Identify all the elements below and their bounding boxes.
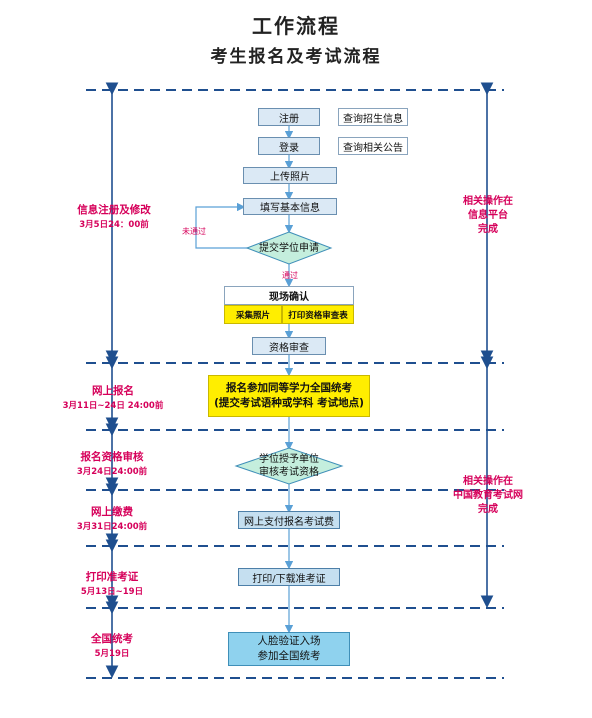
query-recruit-box: 查询招生信息	[338, 108, 408, 126]
register-box: 注册	[258, 108, 320, 126]
stage-date: 3月5日24：00前	[79, 220, 149, 230]
submit-apply-label: 提交学位申请	[259, 242, 319, 254]
stage-name: 网上缴费	[91, 506, 133, 518]
not-passed-label: 未通过	[182, 227, 206, 236]
upload-photo-box: 上传照片	[243, 167, 337, 184]
stage-name: 报名资格审核	[80, 451, 144, 463]
exam-box: 人脸验证入场 参加全国统考	[228, 632, 350, 666]
stage-label: 打印准考证 5月13日~19日	[74, 570, 150, 600]
signup-line: (提交考试语种或学科 考试地点)	[214, 397, 364, 409]
stage-name: 打印准考证	[85, 571, 139, 583]
stage-name: 全国统考	[91, 633, 133, 645]
platform-note: 相关操作在 中国教育考试网 完成	[453, 476, 523, 515]
print-ticket-box: 打印/下载准考证	[238, 568, 340, 586]
page-subtitle: 考生报名及考试流程	[210, 47, 382, 67]
passed-label: 通过	[282, 271, 298, 280]
stage-date: 3月11日~24日 24:00前	[62, 401, 164, 411]
stage-label: 报名资格审核 3月24日24:00前	[70, 450, 154, 480]
stage-label: 信息注册及修改 3月5日24：00前	[74, 203, 154, 233]
stage-label: 网上缴费 3月31日24:00前	[70, 505, 154, 535]
stage-date: 5月13日~19日	[80, 587, 144, 597]
decision-diamond	[245, 231, 333, 265]
stage-date: 3月31日24:00前	[76, 522, 148, 532]
stage-date: 3月24日24:00前	[76, 467, 148, 477]
stage-date: 5月19日	[94, 649, 130, 659]
stage-name: 信息注册及修改	[77, 204, 151, 216]
decision-diamond	[234, 447, 344, 485]
login-box: 登录	[258, 137, 320, 155]
platform-note: 相关操作在 信息平台 完成	[463, 196, 513, 235]
signup-line: 报名参加同等学力全国统考	[226, 382, 352, 394]
collect-photo-box: 采集照片	[224, 305, 282, 324]
exam-line: 参加全国统考	[257, 650, 321, 662]
query-notice-box: 查询相关公告	[338, 137, 408, 155]
unit-review-label: 学位授予单位 审核考试资格	[259, 454, 319, 478]
signup-box: 报名参加同等学力全国统考 (提交考试语种或学科 考试地点)	[208, 375, 370, 417]
exam-line: 人脸验证入场	[257, 635, 321, 647]
stage-label: 全国统考 5月19日	[76, 632, 148, 662]
page-title: 工作流程	[252, 14, 340, 38]
onsite-confirm-box: 现场确认	[224, 286, 354, 305]
fill-info-box: 填写基本信息	[243, 198, 337, 215]
pay-fee-box: 网上支付报名考试费	[238, 511, 340, 529]
stage-name: 网上报名	[92, 385, 134, 397]
print-review-box: 打印资格审查表	[282, 305, 354, 324]
qualification-review-box: 资格审查	[252, 337, 326, 355]
stage-label: 网上报名 3月11日~24日 24:00前	[62, 384, 164, 414]
